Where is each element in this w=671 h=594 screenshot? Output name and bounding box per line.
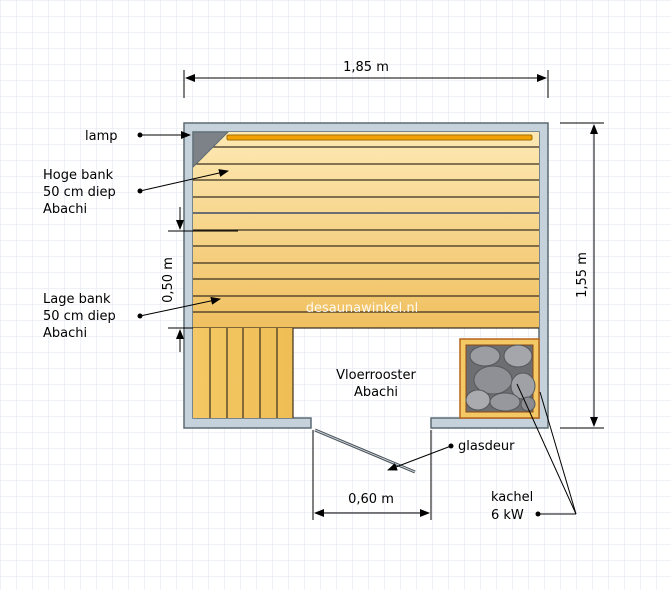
width-label: 1,85 m [343, 60, 389, 75]
callout-lamp: lamp [85, 129, 191, 144]
watermark: desaunawinkel.nl [306, 301, 419, 316]
depth-label: 1,55 m [575, 252, 590, 298]
heater-icon [459, 338, 540, 419]
callout-high-bench: Hoge bank 50 cm diep Abachi [43, 168, 229, 217]
lamp-corner-icon [192, 131, 230, 169]
high-bench-line-3: Abachi [43, 202, 87, 217]
heater-line-2: 6 kW [491, 508, 524, 523]
bench-upper [193, 132, 539, 329]
heater-line-1: kachel [491, 490, 533, 505]
lamp-light-strip [226, 134, 533, 141]
floor-grid-slats [193, 328, 294, 418]
bench-depth-label: 0,50 m [161, 257, 176, 303]
low-bench-line-3: Abachi [43, 326, 87, 341]
lamp-label: lamp [85, 129, 118, 144]
callout-low-bench: Lage bank 50 cm diep Abachi [43, 292, 221, 341]
dimension-width: 1,85 m [183, 60, 549, 98]
floor-grid-line-1: Vloerrooster [336, 368, 416, 383]
floor-grid-line-2: Abachi [354, 385, 398, 400]
dimension-door: 0,60 m [312, 430, 432, 520]
dimension-bench-depth: 0,50 m [161, 207, 238, 352]
high-bench-line-2: 50 cm diep [43, 185, 116, 200]
callout-glass-door: glasdeur [387, 439, 515, 471]
low-bench-line-2: 50 cm diep [43, 309, 116, 324]
callout-heater: kachel 6 kW [491, 383, 577, 523]
dimension-depth: 1,55 m [560, 122, 604, 429]
door-width-label: 0,60 m [348, 492, 394, 507]
glass-door-label: glasdeur [458, 439, 515, 454]
low-bench-line-1: Lage bank [43, 292, 111, 307]
high-bench-line-1: Hoge bank [43, 168, 114, 183]
